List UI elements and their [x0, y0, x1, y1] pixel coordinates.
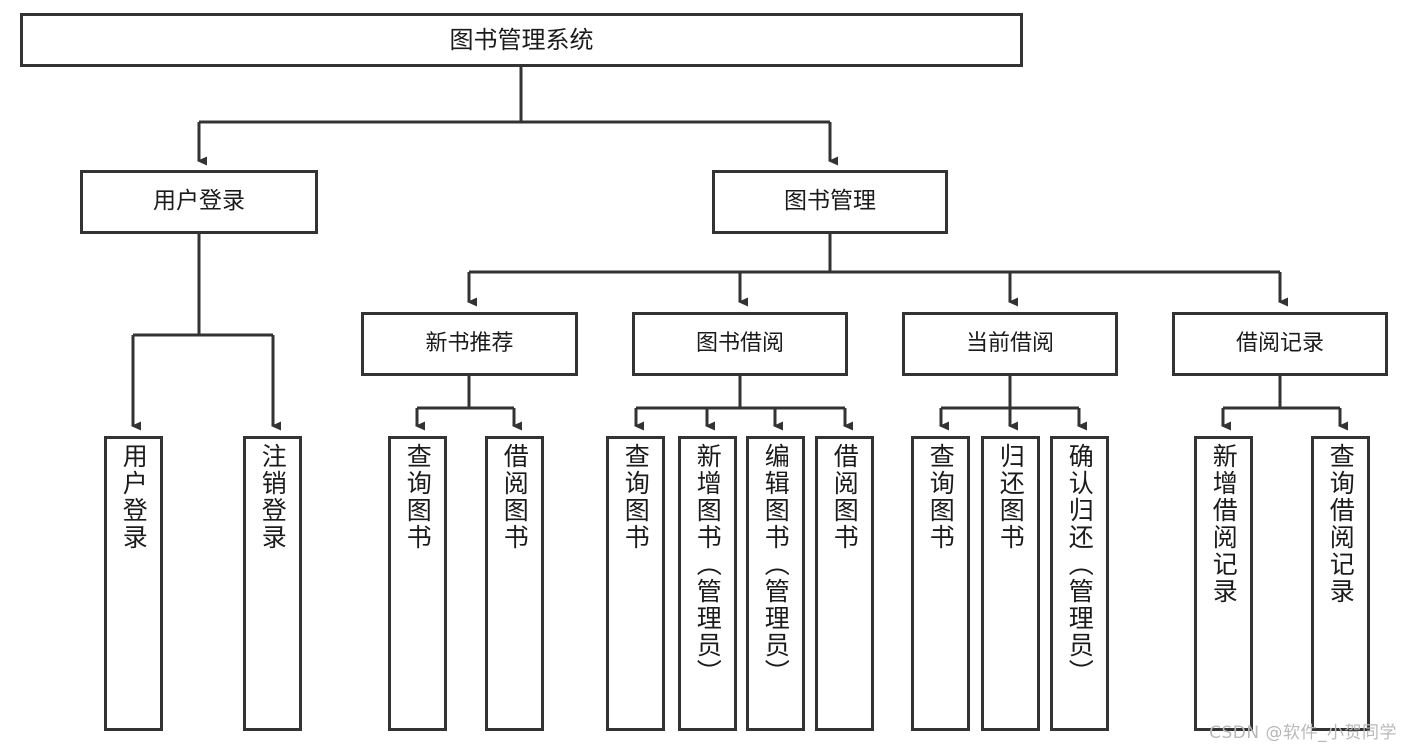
node-label: 查询借阅记录	[1326, 443, 1356, 605]
leaf-book-borrow-query[interactable]: 查询图书	[606, 436, 665, 731]
leaf-borrow-record-add[interactable]: 新增借阅记录	[1194, 436, 1253, 731]
node-book-borrow[interactable]: 图书借阅	[632, 312, 848, 376]
node-label: 当前借阅	[965, 331, 1054, 357]
node-label: 归还图书	[996, 443, 1026, 551]
leaf-book-borrow-borrow[interactable]: 借阅图书	[815, 436, 874, 731]
leaf-current-borrow-return[interactable]: 归还图书	[981, 436, 1040, 731]
node-label: 图书管理系统	[449, 25, 594, 54]
node-label: 借阅图书	[500, 443, 530, 551]
node-label: 借阅记录	[1235, 331, 1324, 357]
node-label: 注销登录	[258, 443, 288, 551]
leaf-current-borrow-confirm-return[interactable]: 确认归还（管理员）	[1050, 436, 1109, 731]
leaf-borrow-record-query[interactable]: 查询借阅记录	[1311, 436, 1370, 731]
node-label: 新书推荐	[425, 331, 514, 357]
node-label: 新增图书（管理员）	[693, 443, 723, 686]
node-label: 确认归还（管理员）	[1065, 443, 1095, 686]
leaf-new-book-borrow[interactable]: 借阅图书	[485, 436, 544, 731]
leaf-book-borrow-add[interactable]: 新增图书（管理员）	[678, 436, 737, 731]
node-label: 编辑图书（管理员）	[761, 443, 791, 686]
node-root-system[interactable]: 图书管理系统	[20, 13, 1023, 67]
node-label: 借阅图书	[830, 443, 860, 551]
leaf-current-borrow-query[interactable]: 查询图书	[911, 436, 970, 731]
leaf-user-login-logout[interactable]: 注销登录	[243, 436, 302, 731]
node-label: 查询图书	[926, 443, 956, 551]
node-label: 查询图书	[403, 443, 433, 551]
node-user-login[interactable]: 用户登录	[80, 170, 318, 234]
node-label: 新增借阅记录	[1209, 443, 1239, 605]
node-label: 图书管理	[784, 188, 876, 215]
node-label: 图书借阅	[695, 331, 784, 357]
node-current-borrow[interactable]: 当前借阅	[902, 312, 1118, 376]
node-label: 查询图书	[621, 443, 651, 551]
node-new-book-recommend[interactable]: 新书推荐	[361, 312, 578, 376]
node-borrow-record[interactable]: 借阅记录	[1172, 312, 1388, 376]
leaf-user-login-login[interactable]: 用户登录	[104, 436, 163, 731]
node-label: 用户登录	[119, 443, 149, 551]
node-label: 用户登录	[153, 188, 245, 215]
leaf-new-book-query[interactable]: 查询图书	[388, 436, 447, 731]
leaf-book-borrow-edit[interactable]: 编辑图书（管理员）	[746, 436, 805, 731]
node-book-management[interactable]: 图书管理	[712, 170, 948, 234]
